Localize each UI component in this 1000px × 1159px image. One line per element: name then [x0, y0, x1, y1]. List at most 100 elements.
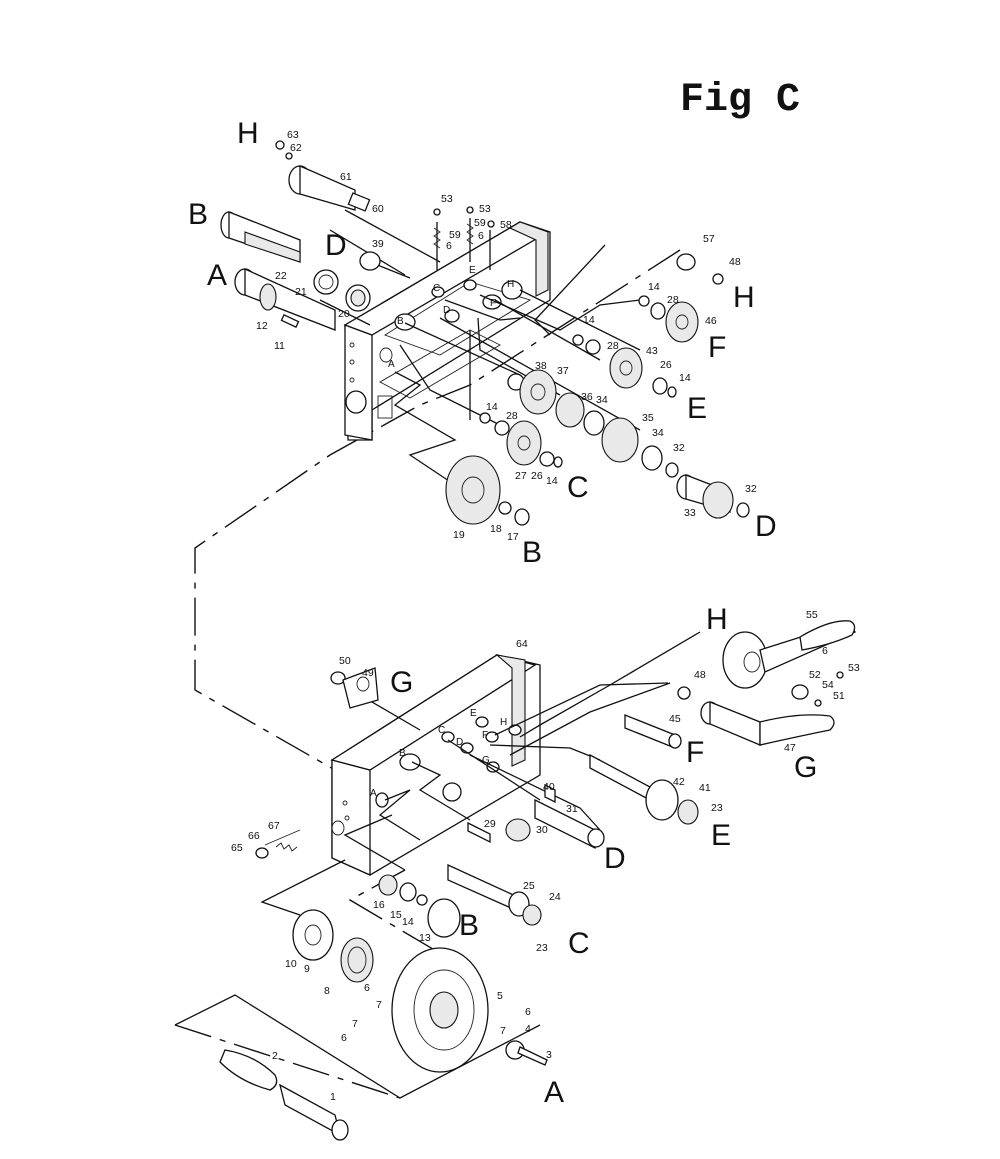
part-num-32-b: 32: [745, 483, 757, 495]
part-num-14-c: 14: [679, 372, 691, 384]
callout-A-top: A: [207, 259, 227, 292]
callout-C-bottom: C: [568, 927, 590, 960]
part-num-6-b: 6: [478, 230, 484, 242]
callout-B-bottom: B: [459, 909, 479, 942]
part-num-58: 58: [500, 219, 512, 231]
top-housing-letter-B: B: [397, 316, 404, 327]
callout-D-top-right: D: [755, 510, 777, 543]
part-num-36: 36: [581, 391, 593, 403]
part-num-3: 3: [546, 1049, 552, 1061]
part-num-7-c: 7: [352, 1018, 358, 1030]
part-num-59-b: 59: [474, 217, 486, 229]
bottom-housing-letter-C: C: [438, 725, 445, 736]
part-num-28-b: 28: [607, 340, 619, 352]
part-num-24: 24: [549, 891, 561, 903]
callout-D-top: D: [325, 229, 347, 262]
part-num-14-a: 14: [648, 281, 660, 293]
part-num-29: 29: [484, 818, 496, 830]
part-num-43: 43: [646, 345, 658, 357]
part-num-49: 49: [362, 667, 374, 679]
top-gearbox-housing: C E H F D B A: [343, 221, 551, 441]
part-num-31: 31: [566, 803, 578, 815]
shaft-h-part-61: [275, 140, 371, 212]
part-num-6-a: 6: [446, 240, 452, 252]
callout-F-bottom: F: [686, 736, 704, 769]
part-num-20: 20: [338, 308, 350, 320]
shaft-b-part-22: [220, 211, 301, 263]
part-num-61: 61: [340, 171, 352, 183]
callout-D-bottom: D: [604, 842, 626, 875]
bottom-housing-letter-B: B: [399, 748, 406, 759]
bottom-housing-letter-F: F: [482, 730, 488, 741]
part-num-59-a: 59: [449, 229, 461, 241]
part-num-7-b: 7: [500, 1025, 506, 1037]
callout-A-bottom: A: [544, 1076, 564, 1109]
callout-E-top: E: [687, 392, 707, 425]
part-num-38: 38: [535, 360, 547, 372]
bottom-gearbox-housing: E H C F D B G A: [330, 654, 541, 877]
part-num-52: 52: [809, 669, 821, 681]
bottom-assembly-leader-lines: [174, 631, 701, 1099]
part-num-2: 2: [272, 1050, 278, 1062]
part-num-28-c: 28: [506, 410, 518, 422]
part-num-67: 67: [268, 820, 280, 832]
part-num-1: 1: [330, 1091, 336, 1103]
callout-letters: H B A D H F E C D B G H F G E D B C A: [188, 117, 817, 1109]
part-num-39: 39: [372, 238, 384, 250]
part-num-23-a: 23: [711, 802, 723, 814]
part-num-60: 60: [372, 203, 384, 215]
callout-H-top: H: [237, 117, 259, 150]
part-num-8: 8: [324, 985, 330, 997]
part-num-6-e: 6: [525, 1006, 531, 1018]
part-num-66: 66: [248, 830, 260, 842]
part-num-40: 40: [543, 781, 555, 793]
part-num-4: 4: [525, 1023, 531, 1035]
part-num-6-f: 6: [341, 1032, 347, 1044]
part-num-12: 12: [256, 320, 268, 332]
bottom-housing-letter-D: D: [456, 737, 463, 748]
part-num-51: 51: [833, 690, 845, 702]
part-num-42: 42: [673, 776, 685, 788]
part-num-9: 9: [304, 963, 310, 975]
part-num-53-a: 53: [441, 193, 453, 205]
part-num-25: 25: [523, 880, 535, 892]
part-num-30: 30: [536, 824, 548, 836]
part-num-48-b: 48: [694, 669, 706, 681]
callout-C-top: C: [567, 471, 589, 504]
top-housing-letter-D: D: [443, 305, 450, 316]
top-housing-letter-A: A: [388, 359, 395, 370]
part-num-26-b: 26: [531, 470, 543, 482]
part-num-13: 13: [419, 932, 431, 944]
part-num-33: 33: [684, 507, 696, 519]
part-number-labels: 63 62 61 60 53 53 59 59 58 6 6 39 22 21 …: [231, 129, 860, 1103]
callout-G-bottom: G: [390, 666, 413, 699]
part-num-14-d: 14: [486, 401, 498, 413]
part-num-64: 64: [516, 638, 528, 650]
part-num-50: 50: [339, 655, 351, 667]
callout-B-top-bottom: B: [522, 536, 542, 569]
part-num-14-e: 14: [546, 475, 558, 487]
part-num-21: 21: [295, 286, 307, 298]
bottom-housing-letter-E: E: [470, 708, 477, 719]
part-num-46: 46: [705, 315, 717, 327]
part-num-53-c: 53: [848, 662, 860, 674]
part-num-19: 19: [453, 529, 465, 541]
figure-title: Fig C: [680, 78, 800, 123]
part-num-23-b: 23: [536, 942, 548, 954]
top-housing-letter-C: C: [433, 283, 440, 294]
callout-E-bottom: E: [711, 819, 731, 852]
part-num-54: 54: [822, 679, 834, 691]
part-num-48-a: 48: [729, 256, 741, 268]
part-num-10: 10: [285, 958, 297, 970]
part-num-62: 62: [290, 142, 302, 154]
bottom-housing-letter-G: G: [482, 755, 490, 766]
part-num-16: 16: [373, 899, 385, 911]
top-right-gear-set: [445, 253, 750, 526]
shaft-a-part-12: [234, 267, 336, 331]
part-num-15: 15: [390, 909, 402, 921]
part-num-14-b: 14: [583, 314, 595, 326]
part-num-45: 45: [669, 713, 681, 725]
part-num-63: 63: [287, 129, 299, 141]
part-num-32-a: 32: [673, 442, 685, 454]
callout-G-bottom-right: G: [794, 751, 817, 784]
